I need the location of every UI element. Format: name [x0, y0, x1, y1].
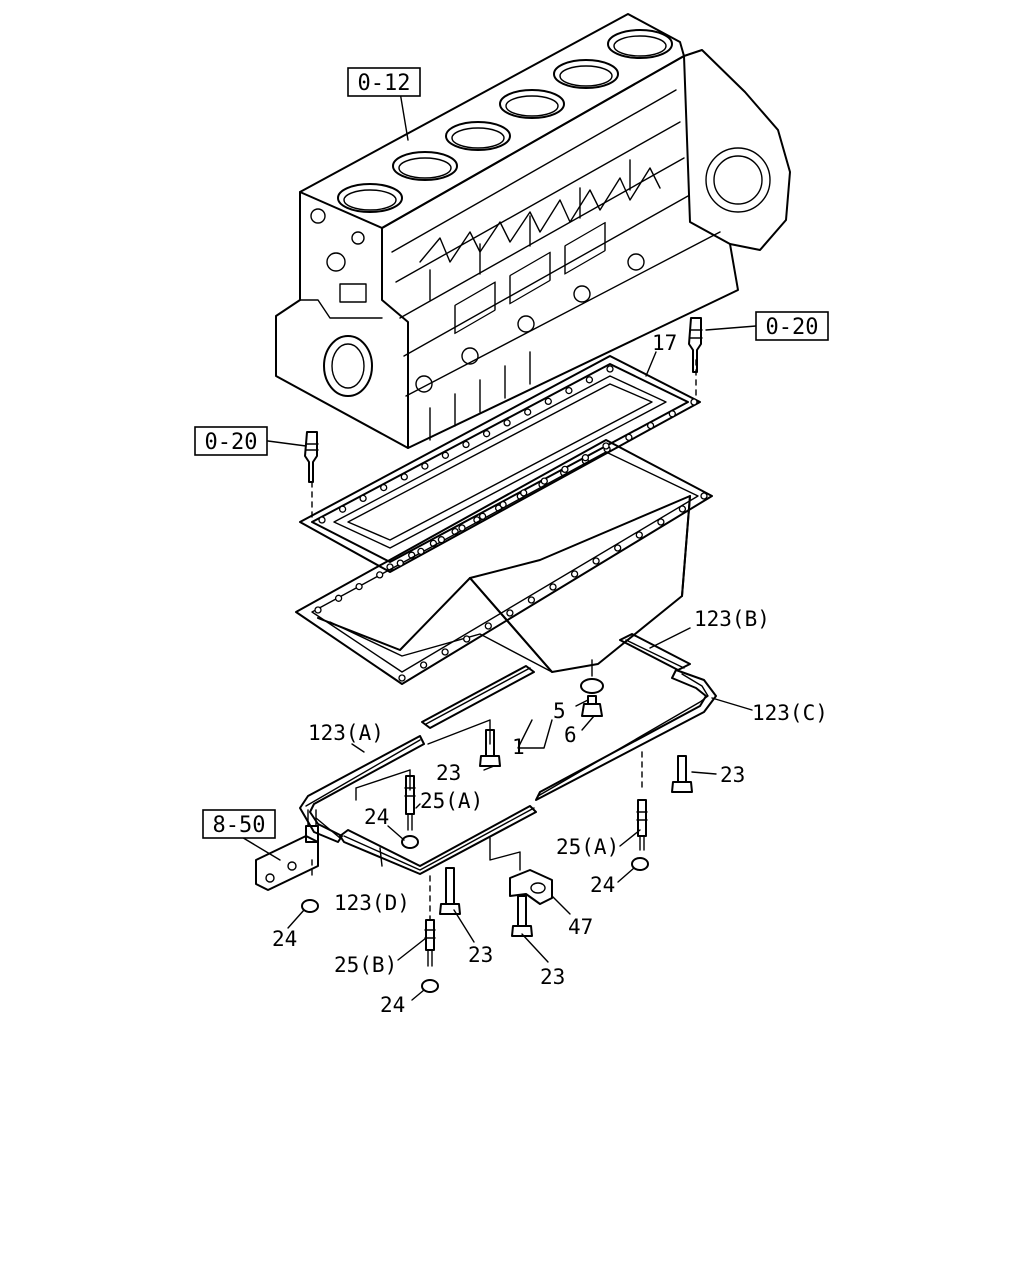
- bolt-hole: [527, 596, 536, 604]
- leader-lines: [239, 91, 757, 1001]
- bolt-hole: [478, 512, 487, 520]
- label-47: 47: [568, 915, 593, 939]
- label-23-right: 23: [720, 763, 745, 787]
- label-1: 1: [512, 735, 525, 759]
- label-123b: 123(B): [694, 607, 770, 631]
- bolt-hole: [417, 547, 425, 556]
- bolt-hole: [549, 583, 557, 591]
- bolt-hole: [376, 571, 384, 579]
- engine-block: [275, 13, 791, 449]
- label-123d: 123(D): [334, 891, 410, 915]
- label-5: 5: [553, 699, 566, 723]
- label-23-lower: 23: [468, 943, 493, 967]
- bolt-hole: [463, 635, 471, 643]
- ref-box-block: [347, 67, 421, 97]
- label-123a: 123(A): [308, 721, 384, 745]
- bolt-hole: [592, 557, 600, 565]
- bolt-hole: [458, 524, 466, 532]
- ref-block: 0-12: [358, 71, 411, 96]
- part-labels: 17 123(B) 123(C) 123(A) 123(D) 5 6 1 23 …: [272, 331, 828, 1017]
- fasteners: [255, 317, 703, 993]
- bolt-hole: [602, 442, 610, 450]
- bolt-hole: [606, 365, 614, 373]
- oil-pan-bolt-holes: [314, 442, 708, 682]
- bolt-hole: [421, 462, 429, 470]
- bolt-hole: [561, 465, 569, 474]
- bolt-hole: [334, 594, 343, 602]
- bolt-hole: [380, 483, 388, 492]
- ref-stud-right: 0-20: [766, 315, 819, 340]
- bolt-hole: [396, 559, 404, 567]
- bolt-hole: [419, 661, 428, 669]
- ref-box-bracket: [202, 809, 276, 839]
- bolt-hole: [635, 531, 643, 539]
- ref-stud-left: 0-20: [205, 430, 258, 455]
- label-6: 6: [564, 723, 577, 747]
- bolt-hole: [520, 489, 528, 497]
- bolt-hole: [585, 376, 594, 384]
- ref-box-stud-right: [755, 311, 829, 341]
- bolt-hole: [570, 570, 579, 578]
- bolt-hole: [484, 622, 492, 630]
- bolt-hole: [646, 421, 655, 430]
- bolt-hole: [678, 505, 687, 513]
- bolt-hole: [524, 408, 532, 416]
- label-24-bottom: 24: [380, 993, 405, 1017]
- label-23-bottom: 23: [540, 965, 565, 989]
- bolt-hole: [462, 440, 470, 449]
- bolt-hole: [482, 430, 491, 438]
- bolt-hole: [314, 606, 322, 614]
- gasket-17: [299, 355, 701, 573]
- bolt-hole: [668, 410, 676, 418]
- label-123c: 123(C): [752, 701, 828, 725]
- bolt-hole: [398, 674, 406, 682]
- ref-box-stud-left: [194, 426, 268, 456]
- bolt-hole: [318, 516, 326, 524]
- bolt-hole: [657, 518, 665, 526]
- bolt-hole: [499, 500, 507, 509]
- label-23-upper: 23: [436, 761, 461, 785]
- bolt-hole: [437, 536, 446, 544]
- bolt-hole: [338, 505, 347, 513]
- bolt-hole: [359, 494, 367, 503]
- bolt-hole: [400, 473, 408, 481]
- bolt-hole: [700, 492, 708, 500]
- label-25b: 25(B): [334, 953, 397, 977]
- ref-bracket: 8-50: [213, 813, 266, 838]
- label-25a-right: 25(A): [556, 835, 619, 859]
- bolt-hole: [441, 451, 450, 459]
- seal-strips: [299, 633, 717, 875]
- bolt-hole: [544, 397, 552, 406]
- bolt-hole: [625, 433, 633, 442]
- label-25a-left: 25(A): [420, 789, 483, 813]
- bolt-hole: [690, 398, 698, 406]
- bolt-hole: [441, 648, 449, 656]
- bolt-hole: [565, 386, 573, 395]
- bolt-hole: [540, 477, 548, 485]
- label-24-bracket: 24: [272, 927, 297, 951]
- bolt-hole: [355, 582, 363, 591]
- label-24-left: 24: [364, 805, 389, 829]
- oil-pan: [295, 439, 713, 685]
- label-17: 17: [652, 331, 677, 355]
- bolt-hole: [614, 544, 622, 552]
- label-24-right: 24: [590, 873, 615, 897]
- assembly-lines: [311, 359, 697, 921]
- bolt-hole: [503, 419, 511, 427]
- bolt-hole: [506, 609, 514, 617]
- bolt-hole: [581, 454, 590, 462]
